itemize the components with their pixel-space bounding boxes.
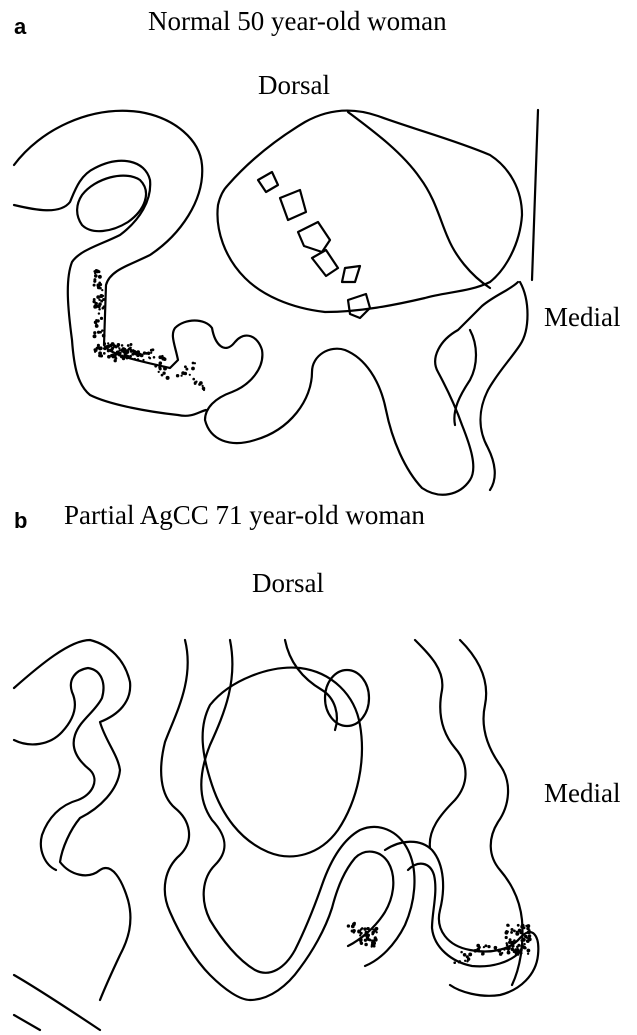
- panel-b-right-contour: [285, 640, 337, 730]
- panel-b-oval: [203, 668, 362, 857]
- labelled-cell-dot: [506, 944, 509, 947]
- labelled-cell-dot: [352, 922, 356, 926]
- labelled-cell-dot: [526, 939, 530, 943]
- labelled-cell-dot: [528, 934, 532, 938]
- labelled-cell-dot: [371, 933, 374, 936]
- labelled-cell-dot: [506, 930, 508, 932]
- labelled-cell-dot: [517, 924, 520, 927]
- labelled-cell-dot: [468, 952, 472, 956]
- labelled-cell-dot: [463, 953, 467, 957]
- labelled-cell-dot: [464, 960, 466, 962]
- labelled-cell-dot: [511, 948, 515, 952]
- labelled-cell-dot: [359, 934, 361, 936]
- labelled-cell-dot: [516, 945, 519, 948]
- labelled-cell-dot: [527, 931, 531, 935]
- labelled-cell-dot: [478, 946, 481, 949]
- labelled-cell-dot: [510, 928, 513, 931]
- labelled-cell-dot: [518, 950, 521, 953]
- labelled-cell-dot: [516, 931, 519, 934]
- labelled-cell-dot: [505, 948, 507, 950]
- labelled-cell-dot: [510, 931, 513, 934]
- panel-b-medial-inner: [408, 864, 520, 967]
- labelled-cell-dot: [363, 927, 366, 930]
- labelled-cell-dot: [523, 943, 526, 946]
- labelled-cell-dot: [507, 924, 510, 927]
- panel-b-labelled-cells: [347, 922, 532, 964]
- labelled-cell-dot: [467, 957, 470, 960]
- labelled-cell-dot: [527, 953, 529, 955]
- panel-b-right-contour-2: [415, 640, 466, 848]
- labelled-cell-dot: [526, 927, 529, 930]
- labelled-cell-dot: [494, 946, 498, 950]
- labelled-cell-dot: [507, 951, 511, 955]
- labelled-cell-dot: [505, 936, 508, 939]
- labelled-cell-dot: [371, 941, 374, 944]
- labelled-cell-dot: [499, 952, 503, 956]
- panel-b-right-contour-3: [460, 640, 523, 985]
- labelled-cell-dot: [368, 938, 371, 941]
- labelled-cell-dot: [460, 951, 463, 954]
- labelled-cell-dot: [357, 930, 361, 934]
- labelled-cell-dot: [497, 949, 501, 953]
- labelled-cell-dot: [366, 927, 368, 929]
- panel-b-central-ribbon: [161, 640, 393, 1000]
- labelled-cell-dot: [371, 946, 373, 948]
- labelled-cell-dot: [366, 933, 370, 937]
- labelled-cell-dot: [483, 946, 485, 948]
- labelled-cell-dot: [520, 952, 522, 954]
- labelled-cell-dot: [481, 952, 484, 955]
- labelled-cell-dot: [511, 945, 513, 947]
- labelled-cell-dot: [503, 948, 505, 950]
- labelled-cell-dot: [458, 960, 461, 963]
- labelled-cell-dot: [509, 938, 512, 941]
- labelled-cell-dot: [519, 931, 522, 934]
- panel-b-left-gyri-inner: [14, 668, 103, 870]
- labelled-cell-dot: [347, 924, 350, 927]
- labelled-cell-dot: [364, 943, 368, 947]
- labelled-cell-dot: [524, 935, 528, 939]
- labelled-cell-dot: [374, 929, 377, 932]
- labelled-cell-dot: [525, 925, 527, 927]
- labelled-cell-dot: [521, 924, 525, 928]
- labelled-cell-dot: [359, 940, 362, 943]
- labelled-cell-dot: [508, 941, 511, 944]
- panel-b-central-ribbon-inner: [201, 640, 414, 973]
- labelled-cell-dot: [508, 946, 511, 949]
- labelled-cell-dot: [374, 938, 378, 942]
- labelled-cell-dot: [351, 930, 354, 933]
- labelled-cell-dot: [522, 938, 526, 942]
- labelled-cell-dot: [523, 946, 526, 949]
- labelled-cell-dot: [453, 961, 456, 964]
- panel-b-lower-left: [14, 975, 100, 1030]
- labelled-cell-dot: [487, 945, 490, 948]
- labelled-cell-dot: [527, 949, 531, 953]
